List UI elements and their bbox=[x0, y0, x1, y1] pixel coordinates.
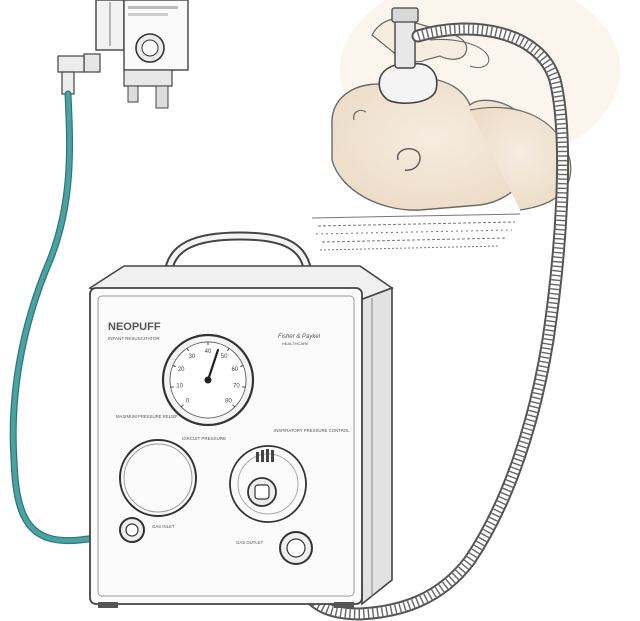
gauge-tick-label: 50 bbox=[221, 354, 228, 360]
gas-inlet-label: GAS INLET bbox=[152, 524, 175, 529]
gauge-tick-label: 10 bbox=[176, 384, 183, 390]
caregiver-fingers bbox=[429, 39, 490, 69]
brand-label: NEOPUFF bbox=[108, 321, 161, 333]
neopuff-device: NEOPUFF INFANT RESUSCITATOR Fisher & Pay… bbox=[88, 231, 394, 608]
infant-figure bbox=[311, 0, 620, 251]
infant-body bbox=[469, 106, 572, 211]
gauge-tick-mark bbox=[180, 404, 184, 408]
max-pressure-relief-knob[interactable] bbox=[119, 439, 197, 517]
outlet-nipple bbox=[127, 85, 139, 103]
gauge-tick-label: 20 bbox=[178, 367, 185, 373]
gauge-tick-label: 30 bbox=[189, 354, 196, 360]
gauge-tick-mark bbox=[172, 365, 176, 368]
gauge-tick-label: 80 bbox=[225, 399, 232, 405]
outlet-nipple-2 bbox=[155, 85, 169, 109]
gauge-tick-mark bbox=[226, 348, 230, 352]
pressure-gauge: 0 10 20 30 40 50 60 70 80 bbox=[161, 333, 255, 427]
gauge-tick-label: 0 bbox=[186, 399, 190, 405]
gauge-needle bbox=[206, 348, 220, 382]
gauge-tick-mark bbox=[242, 386, 246, 388]
peep-cap bbox=[391, 7, 419, 23]
gauge-ticks: 0 10 20 30 40 50 60 70 80 bbox=[170, 342, 246, 408]
gauge-tick-label: 70 bbox=[233, 384, 240, 390]
device-side bbox=[359, 286, 393, 606]
gauge-tick-mark bbox=[170, 386, 174, 388]
face-mask bbox=[378, 62, 438, 104]
gauge-label: CIRCUIT PRESSURE bbox=[182, 436, 226, 441]
infant-nose bbox=[353, 109, 367, 121]
inspiratory-pressure-label: INSPIRATORY PRESSURE CONTROL bbox=[274, 428, 350, 433]
gauge-tick-mark bbox=[186, 348, 190, 352]
brand-subtitle: INFANT RESUSCITATOR bbox=[108, 336, 160, 341]
corrugated-breathing-tube bbox=[289, 22, 570, 621]
max-pressure-relief-label: MAXIMUM PRESSURE RELIEF bbox=[116, 414, 178, 419]
device-front bbox=[89, 287, 363, 605]
flowmeter bbox=[57, 0, 189, 109]
bed-sheet bbox=[311, 213, 521, 251]
gauge-tick-label: 40 bbox=[205, 349, 212, 355]
infant-ear bbox=[396, 148, 421, 171]
gauge-tick-mark bbox=[240, 365, 244, 368]
t-piece-connector bbox=[394, 19, 416, 69]
dial-indicator-marks bbox=[256, 449, 274, 462]
wall-adapter bbox=[57, 55, 85, 73]
gauge-tick-mark bbox=[232, 404, 236, 408]
gas-outlet-label: GAS OUTLET bbox=[236, 540, 264, 545]
manufacturer-sub: HEALTHCARE bbox=[282, 341, 309, 346]
manufacturer-label: Fisher & Paykel bbox=[278, 334, 321, 340]
oxygen-supply-tube bbox=[10, 91, 125, 543]
gauge-tick-label: 60 bbox=[231, 367, 238, 373]
